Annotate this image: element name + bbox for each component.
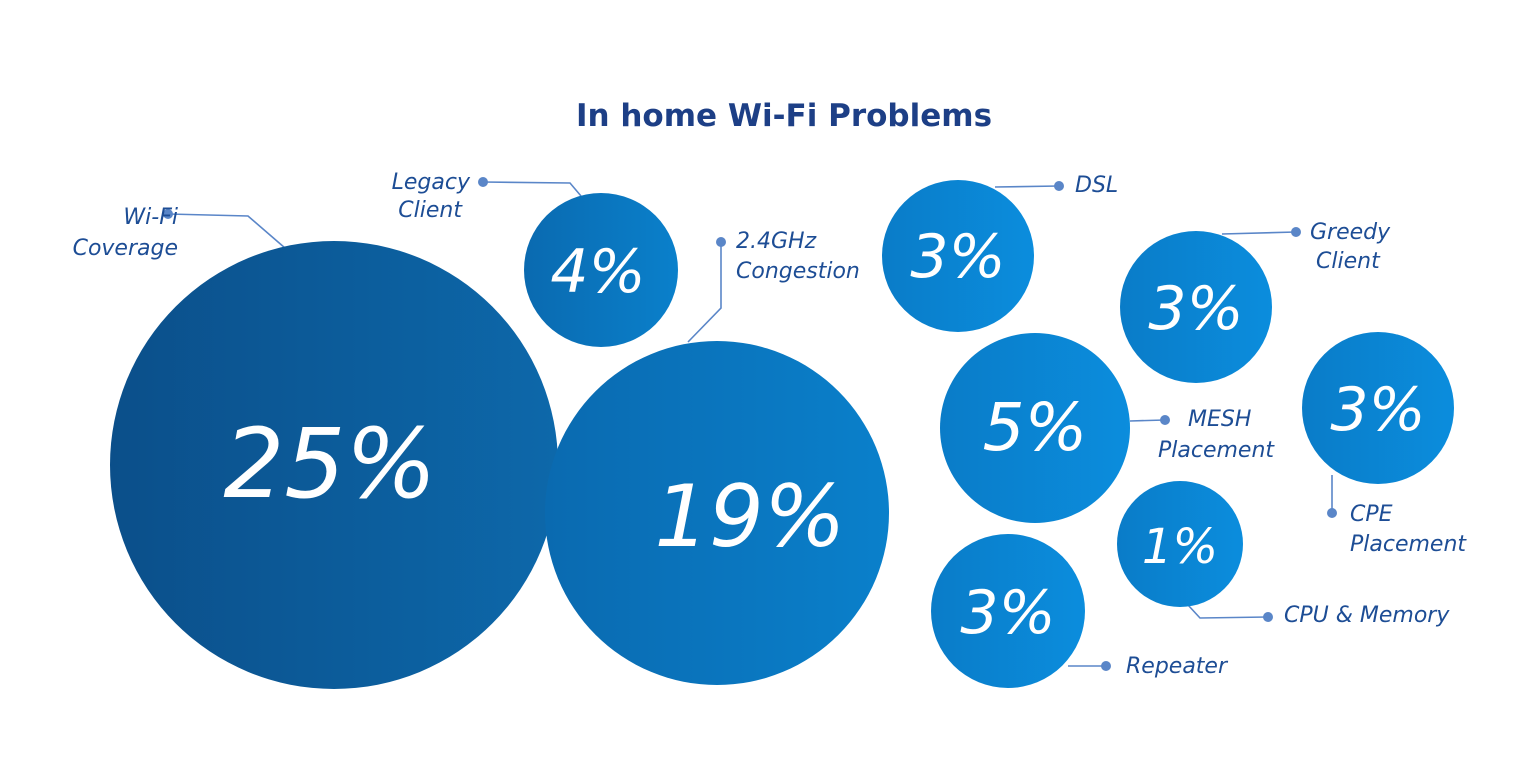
bubble-legacy-client (524, 193, 678, 347)
category-label-congestion-24ghz-line-1: 2.4GHz (736, 229, 817, 254)
value-label-dsl: 3% (910, 222, 1005, 292)
category-label-dsl-line-1: DSL (1075, 173, 1118, 198)
leader-line-dsl (994, 185, 1060, 188)
value-label-congestion-24ghz: 19% (654, 467, 845, 567)
bubble-congestion-24ghz (545, 341, 889, 685)
category-label-cpe-placement-line-2: Placement (1350, 532, 1467, 557)
leader-dot-wifi-coverage (163, 209, 173, 219)
category-label-congestion-24ghz-line-2: Congestion (736, 259, 860, 284)
leader-line-congestion-24ghz (687, 242, 722, 343)
category-label-greedy-client-line-1: Greedy (1310, 220, 1391, 245)
category-label-legacy-client-line-2: Client (398, 198, 463, 223)
category-label-wifi-coverage-line-1: Wi-Fi (123, 205, 178, 230)
value-label-repeater: 3% (960, 578, 1055, 648)
bubble-greedy-client (1120, 231, 1272, 383)
category-label-legacy-client-line-1: Legacy (392, 170, 471, 195)
category-label-wifi-coverage-line-2: Coverage (73, 236, 178, 261)
leader-line-legacy-client (482, 181, 582, 197)
category-label-cpu-memory-line-1: CPU & Memory (1284, 603, 1450, 628)
category-label-greedy-client-line-2: Client (1316, 249, 1381, 274)
leader-line-greedy-client (1221, 231, 1297, 235)
chart-title: In home Wi-Fi Problems (576, 98, 992, 134)
leader-dot-repeater (1101, 661, 1111, 671)
value-label-legacy-client: 4% (550, 237, 645, 307)
category-label-repeater-line-1: Repeater (1126, 654, 1229, 679)
value-label-cpe-placement: 3% (1330, 375, 1425, 445)
leader-dot-legacy-client (478, 177, 488, 187)
bubble-cpe-placement (1302, 332, 1454, 484)
leader-dot-cpu-memory (1263, 612, 1273, 622)
category-label-mesh-placement-line-2: Placement (1158, 438, 1275, 463)
leader-dot-cpe-placement (1327, 508, 1337, 518)
leader-line-wifi-coverage (167, 213, 286, 249)
leader-dot-greedy-client (1291, 227, 1301, 237)
value-label-mesh-placement: 5% (983, 389, 1088, 466)
value-label-wifi-coverage: 25% (223, 408, 436, 520)
leader-dot-congestion-24ghz (716, 237, 726, 247)
leader-dot-mesh-placement (1160, 415, 1170, 425)
leader-line-cpu-memory (1187, 604, 1269, 619)
bubble-mesh-placement (940, 333, 1130, 523)
value-label-greedy-client: 3% (1148, 274, 1243, 344)
category-label-mesh-placement-line-1: MESH (1188, 407, 1251, 432)
leader-line-mesh-placement (1129, 419, 1166, 422)
category-label-cpe-placement-line-1: CPE (1350, 502, 1393, 527)
leader-lines (163, 177, 1337, 671)
bubble-repeater (931, 534, 1085, 688)
bubble-dsl (882, 180, 1034, 332)
value-label-cpu-memory: 1% (1142, 519, 1218, 575)
bubble-wifi-coverage (110, 241, 558, 689)
bubble-cpu-memory (1117, 481, 1243, 607)
bubbles: 25% 4% 19% 3% 3% 5% 3% 1% 3% (110, 180, 1454, 689)
leader-dot-dsl (1054, 181, 1064, 191)
